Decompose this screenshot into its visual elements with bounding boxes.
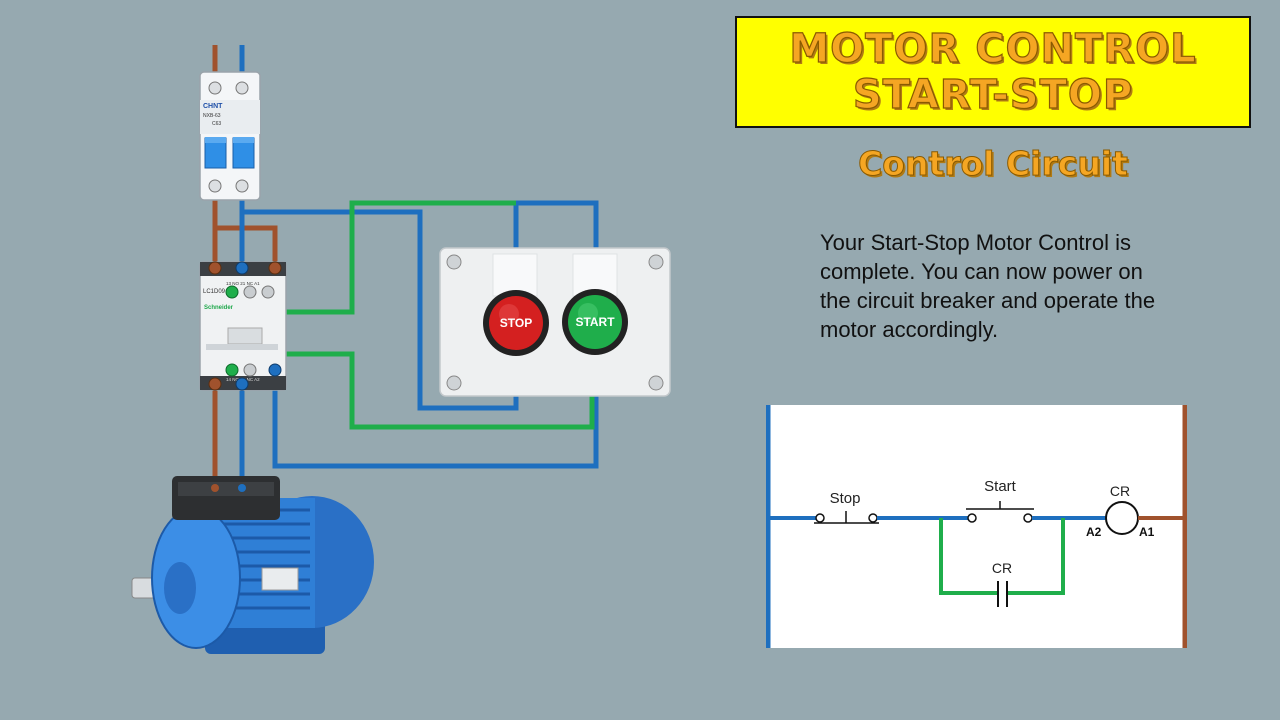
title-line-2: START-STOP <box>852 71 1134 118</box>
description-text: Your Start-Stop Motor Control is complet… <box>820 230 1156 342</box>
contactor-model: LC1D09 <box>203 289 226 295</box>
screw-icon <box>446 254 462 270</box>
breaker-model: NXB-63 <box>203 113 221 119</box>
ladder-coil-label: CR <box>1110 483 1130 499</box>
subtitle: Control Circuit <box>858 144 1129 184</box>
coil-terminal-a2: A2 <box>1086 525 1102 539</box>
contactor-brand: Schneider <box>204 305 234 311</box>
title-line-1: MOTOR CONTROL <box>789 25 1197 72</box>
title-banner: MOTOR CONTROL START-STOP <box>735 16 1251 128</box>
circuit-breaker[interactable]: CHNT NXB-63 C63 <box>199 71 261 201</box>
breaker-brand: CHNT <box>203 103 223 110</box>
coil-terminal-a1: A1 <box>1139 525 1155 539</box>
contactor: LC1D09 Schneider 13 NO 21 NC A1 14 NO 22… <box>199 261 287 391</box>
holding-branch <box>939 518 1065 595</box>
screw-icon <box>648 375 664 391</box>
coil-symbol <box>1105 501 1139 535</box>
push-button-station: STOP START <box>439 247 671 397</box>
blue-start-to-coil <box>272 356 599 469</box>
start-button[interactable]: START <box>562 289 628 355</box>
ladder-holding-label: CR <box>992 560 1012 576</box>
breaker-rating: C63 <box>212 121 221 127</box>
start-contact-symbol <box>966 501 1034 523</box>
ladder-diagram: Stop Start CR A2 A1 CR <box>765 405 1188 648</box>
blue-start-line <box>513 200 599 290</box>
screw-icon <box>446 375 462 391</box>
brown-jumper-to-13-a1 <box>215 225 278 266</box>
stop-button[interactable]: STOP <box>483 290 549 356</box>
ladder-stop-label: Stop <box>830 490 861 507</box>
screw-icon <box>648 254 664 270</box>
start-button-label: START <box>575 315 615 329</box>
holding-contact-symbol <box>997 581 1008 607</box>
motor <box>131 476 374 654</box>
ladder-start-label: Start <box>984 478 1017 495</box>
stop-contact-symbol <box>814 511 879 524</box>
stop-button-label: STOP <box>500 316 532 330</box>
contactor-top-terminals: 13 NO 21 NC A1 <box>226 281 260 286</box>
